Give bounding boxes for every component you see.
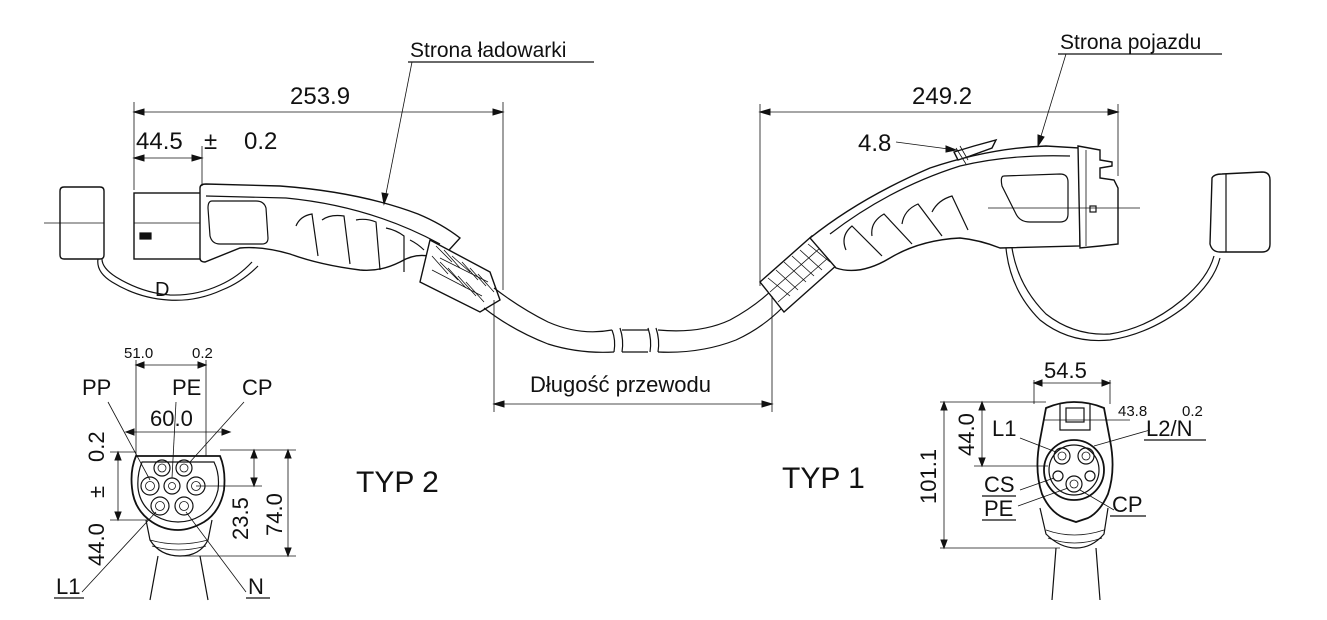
type1-pins (1052, 447, 1096, 493)
charger-side-label: Strona ładowarki (410, 39, 566, 62)
type2-width: 60.0 (150, 406, 193, 431)
type2-h-left-pm: ± (84, 486, 109, 498)
type2-h-mid: 23.5 (228, 497, 253, 540)
type1-pe-label: PE (984, 496, 1013, 521)
type2-pe-label: PE (172, 375, 201, 400)
vehicle-side-label: Strona pojazdu (1060, 31, 1201, 54)
dim-left-overall: 253.9 (290, 83, 350, 110)
dim-left-pm: ± (204, 128, 217, 155)
type2-pp-label: PP (82, 375, 111, 400)
type2-tol-small: 0.2 (192, 345, 213, 362)
dim-left-tol: 0.2 (244, 128, 277, 155)
dim-right-latch: 4.8 (858, 130, 891, 157)
type2-title: TYP 2 (356, 466, 439, 499)
type2-socket-face (81, 360, 296, 601)
type2-n-label: N (248, 574, 264, 599)
type1-socket-face (940, 379, 1151, 601)
type1-title: TYP 1 (782, 462, 865, 495)
type1-w-small: 43.8 (1118, 403, 1147, 420)
type2-h-left: 44.0 (84, 523, 109, 566)
type1-h-total: 101.1 (916, 449, 941, 504)
vehicle-side-connector (759, 138, 1271, 342)
type1-cp-label: CP (1112, 492, 1143, 517)
type2-l1-label: L1 (56, 574, 80, 599)
type1-width: 54.5 (1044, 358, 1087, 383)
charger-side-connector (44, 183, 501, 313)
type2-pins (140, 459, 206, 516)
cable-length-label: Długość przewodu (530, 372, 711, 397)
type2-cp-label: CP (242, 375, 273, 400)
type2-h-total: 74.0 (262, 493, 287, 536)
type2-w-small: 51.0 (124, 345, 153, 362)
dim-left-head: 44.5 (136, 128, 183, 155)
tether-d-label: D (155, 279, 169, 301)
type1-l1-label: L1 (992, 416, 1016, 441)
dimension-lines-top (132, 53, 1120, 412)
type1-cs-label: CS (984, 472, 1015, 497)
type1-tol-small: 0.2 (1182, 403, 1203, 420)
type1-h-small: 44.0 (954, 413, 979, 456)
type2-h-left-tol: 0.2 (84, 431, 109, 462)
type1-l2n-label: L2/N (1146, 416, 1192, 441)
cable (483, 287, 783, 353)
dim-right-overall: 249.2 (912, 83, 972, 110)
